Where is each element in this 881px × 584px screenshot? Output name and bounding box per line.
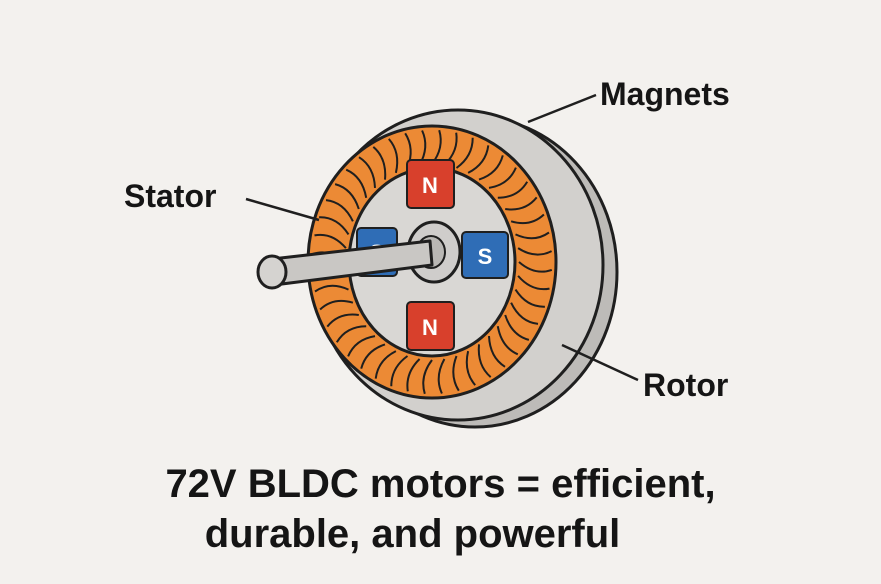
coil-winding (319, 299, 354, 311)
coil-winding (497, 181, 529, 199)
magnet-north-bottom: N (406, 301, 455, 351)
coil-winding (358, 156, 376, 188)
shaft (256, 239, 434, 290)
coil-winding (374, 350, 397, 379)
svg-text:S: S (478, 244, 493, 269)
coil-winding (372, 146, 387, 180)
coil-winding (467, 145, 490, 174)
coil-winding (452, 355, 460, 392)
coil-winding (517, 247, 553, 256)
coil-winding (518, 261, 553, 273)
coil-winding (335, 325, 367, 343)
caption-line-2: durable, and powerful (204, 512, 621, 556)
coil-winding (517, 275, 550, 291)
coil-winding (504, 314, 530, 341)
coil-winding (437, 358, 446, 394)
coil-winding (510, 213, 545, 225)
svg-text:N: N (422, 173, 438, 198)
magnets-leader-line (527, 93, 597, 124)
coil-winding (390, 355, 409, 387)
coil-winding (478, 155, 504, 181)
coil-winding (496, 326, 519, 356)
svg-text:N: N (422, 315, 438, 340)
coil-winding (477, 344, 492, 378)
coil-winding (455, 137, 474, 169)
coil-winding (334, 183, 360, 210)
coil-winding (505, 196, 538, 211)
coil-winding (347, 335, 376, 357)
coil-winding (515, 231, 550, 240)
magnet-south-right: S (461, 231, 509, 279)
coil-winding (314, 284, 349, 293)
stator-label: Stator (124, 178, 217, 214)
magnets-label: Magnets (600, 76, 730, 112)
coil-winding (465, 350, 476, 386)
coil-winding (510, 302, 539, 325)
rotor-label: Rotor (643, 367, 729, 403)
coil-winding (319, 216, 350, 235)
rotor-leader-line (561, 343, 639, 382)
caption-line-1: 72V BLDC motors = efficient, (165, 462, 716, 506)
coil-winding (488, 336, 506, 368)
coil-winding (514, 289, 545, 308)
coil-winding (326, 313, 359, 328)
magnet-north-top: N (406, 159, 455, 209)
coil-winding (406, 358, 421, 392)
coil-winding (314, 233, 347, 249)
coil-winding (488, 167, 517, 189)
coil-winding (360, 343, 386, 369)
coil-winding (422, 359, 433, 395)
coil-winding (388, 138, 399, 174)
coil-winding (325, 199, 354, 222)
coil-winding (345, 168, 368, 198)
stator-leader-line (245, 197, 320, 222)
